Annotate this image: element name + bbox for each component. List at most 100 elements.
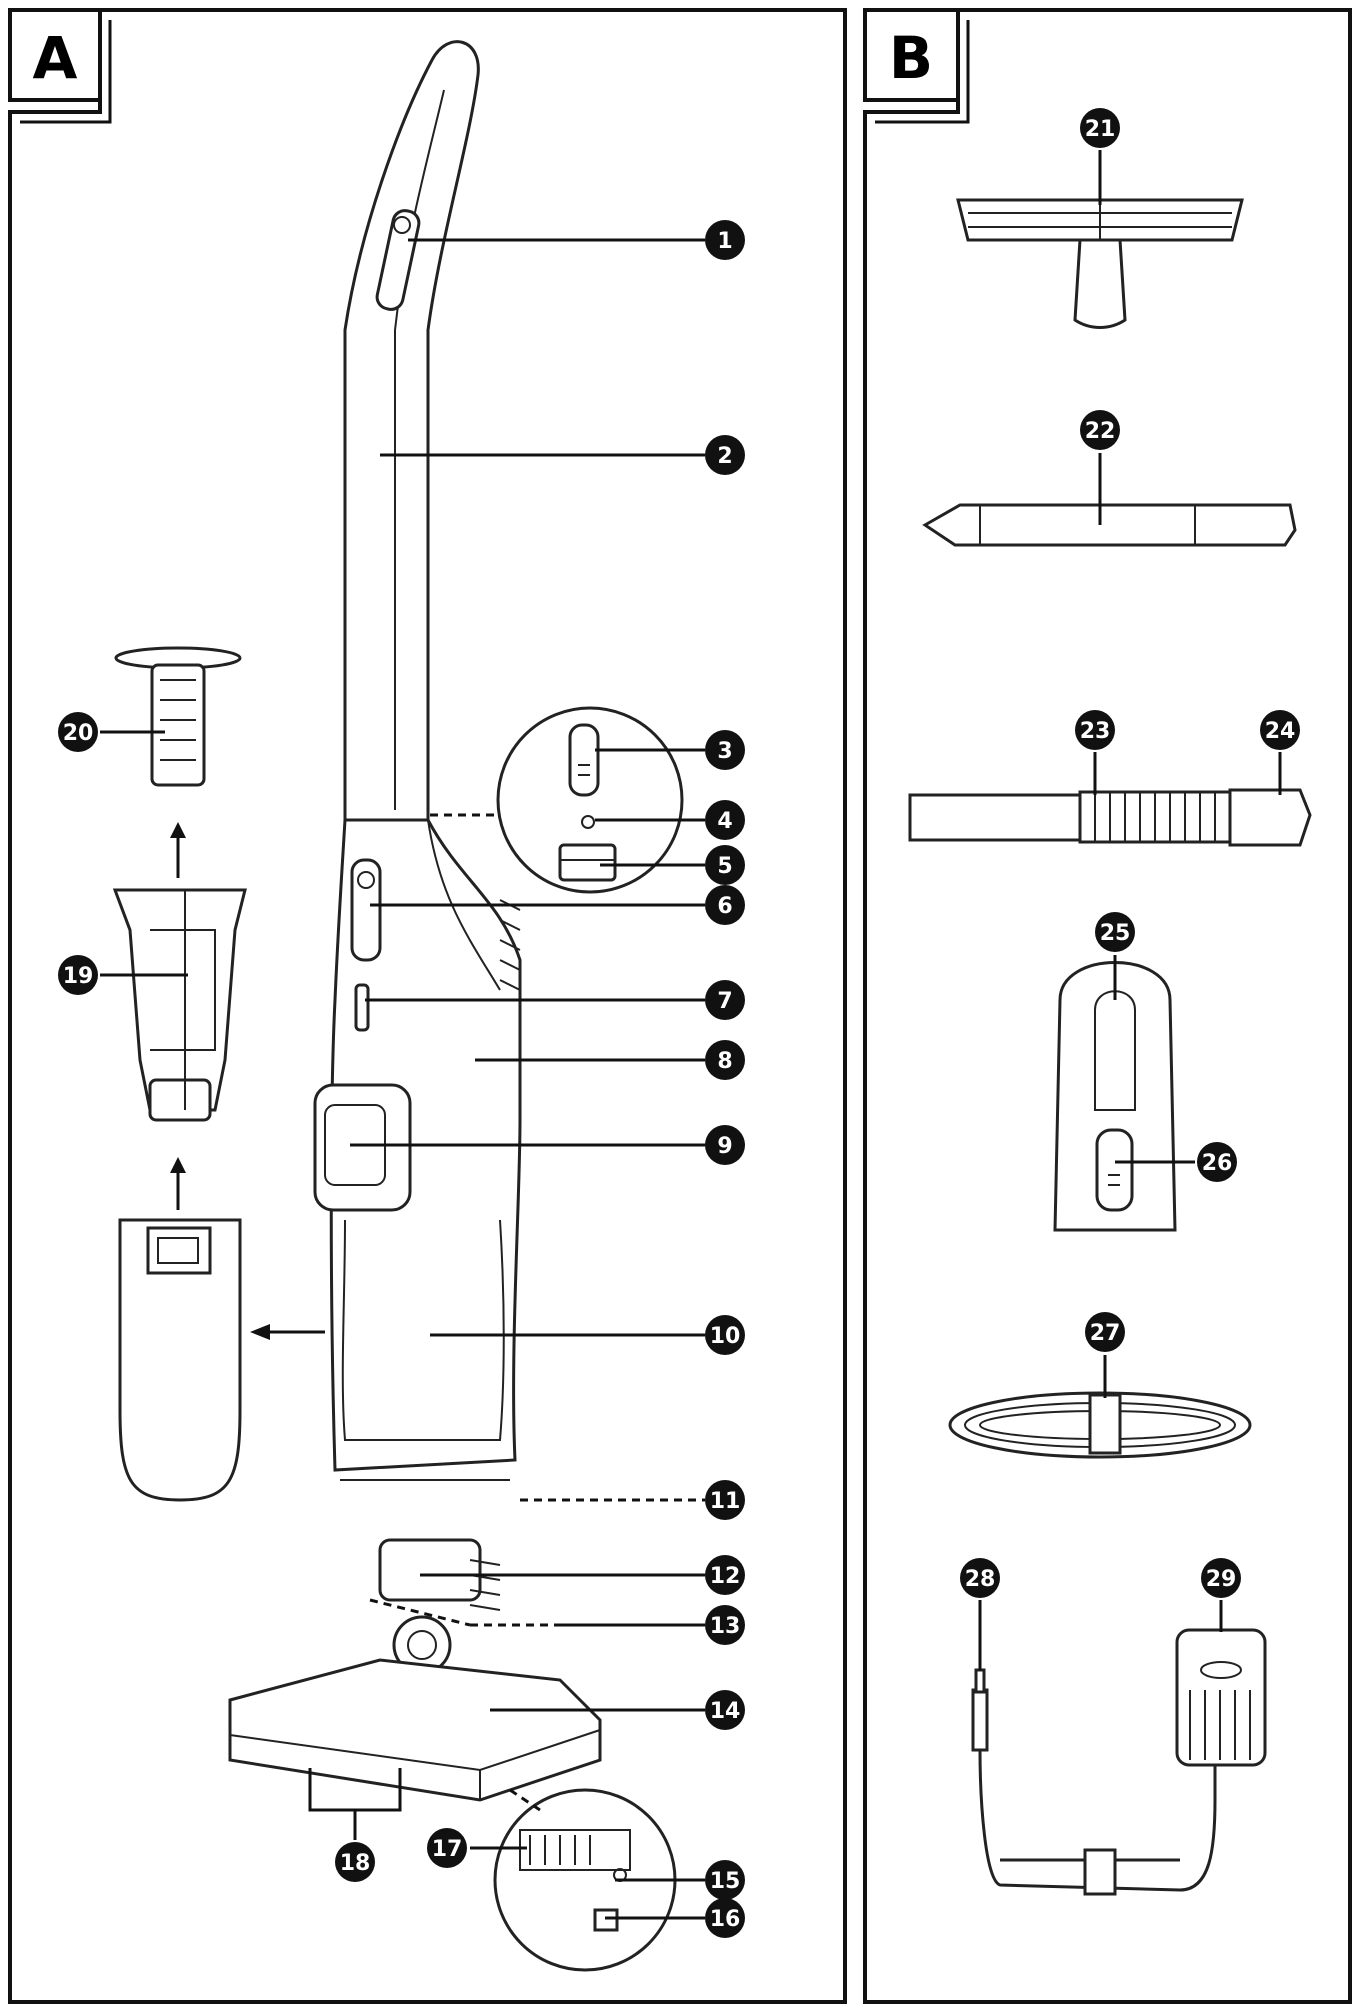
adapter-ribs [1189,1690,1251,1760]
callout-badge-circle [1201,1558,1241,1598]
callout-number: 2 [717,444,732,469]
callout-5: 5 [705,845,745,885]
callout-number: 21 [1085,117,1116,142]
callout-badge-circle [1080,410,1120,450]
callout-16: 16 [705,1898,745,1938]
callout-number: 19 [63,964,94,989]
callout-28: 28 [960,1558,1000,1598]
callout-number: 29 [1206,1567,1237,1592]
callout-badge-circle [1197,1142,1237,1182]
callout-badge-circle [705,885,745,925]
wall-bracket [1053,955,1195,1232]
callout-25: 25 [1095,912,1135,952]
vacuum-main-body [228,40,602,1802]
callout-15: 15 [705,1860,745,1900]
callout-13: 13 [705,1605,745,1645]
panel-a-frame: A [8,8,847,2004]
callout-10: 10 [705,1315,745,1355]
callout-number: 13 [710,1614,741,1639]
dust-container [118,1218,242,1502]
callout-badge-circle [705,220,745,260]
callout-20: 20 [58,712,98,752]
panel-b-frame: B [863,8,1352,2004]
callout-14: 14 [705,1690,745,1730]
callout-badge-circle [58,712,98,752]
callout-badge-circle [335,1842,375,1882]
callout-badge-circle [705,1315,745,1355]
callout-21: 21 [1080,108,1120,148]
callout-badge-circle [1075,710,1115,750]
crevice-tool [922,453,1297,547]
detail-circle-switches [430,706,684,894]
callout-number: 12 [710,1564,741,1589]
callout-26: 26 [1197,1142,1237,1182]
callout-1: 1 [705,220,745,260]
callout-22: 22 [1080,410,1120,450]
leader-lines-a [100,238,705,1920]
power-adapter [971,1600,1267,1896]
callout-number: 14 [710,1699,741,1724]
detail-circle-brush [493,1788,677,1972]
callout-number: 17 [432,1837,463,1862]
callout-number: 11 [710,1489,741,1514]
callout-badge-circle [705,1690,745,1730]
callout-number: 28 [965,1567,996,1592]
callout-badge-circle [1260,710,1300,750]
callout-badge-circle [705,800,745,840]
callout-24: 24 [1260,710,1300,750]
callout-3: 3 [705,730,745,770]
cyclone-unit [112,888,247,1122]
callout-number: 7 [717,989,732,1014]
flexible-hose [908,752,1312,847]
callout-number: 18 [340,1851,371,1876]
callout-7: 7 [705,980,745,1020]
callout-badge-circle [705,1605,745,1645]
callout-badge-circle [705,730,745,770]
upholstery-brush [956,150,1244,329]
callout-badge-circle [705,980,745,1020]
hepa-filter [114,646,242,787]
panel-b-label: B [889,24,933,92]
callout-number: 20 [63,721,94,746]
callout-badge-circle [705,1555,745,1595]
callout-number: 6 [717,894,732,919]
callout-8: 8 [705,1040,745,1080]
callout-number: 27 [1090,1321,1121,1346]
callout-badge-circle [427,1828,467,1868]
hose-ribs [1094,792,1216,842]
callout-badge-circle [705,845,745,885]
power-cord [948,1355,1252,1459]
callout-number: 8 [717,1049,732,1074]
callout-23: 23 [1075,710,1115,750]
callout-number: 4 [717,809,732,834]
callout-2: 2 [705,435,745,475]
callout-4: 4 [705,800,745,840]
callout-6: 6 [705,885,745,925]
panel-a-label: A [33,24,78,92]
callout-badge-circle [705,1860,745,1900]
callout-19: 19 [58,955,98,995]
callout-badge-circle [960,1558,1000,1598]
callout-17: 17 [427,1828,467,1868]
callout-29: 29 [1201,1558,1241,1598]
callout-badge-circle [1095,912,1135,952]
callout-badge-circle [705,1480,745,1520]
callout-number: 5 [717,854,732,879]
callout-number: 16 [710,1907,741,1932]
callout-number: 3 [717,739,732,764]
callout-number: 24 [1265,719,1296,744]
callout-number: 25 [1100,921,1131,946]
callout-badge-circle [58,955,98,995]
callout-badge-circle [705,1125,745,1165]
callout-number: 1 [717,229,732,254]
callout-number: 9 [717,1134,732,1159]
callout-number: 10 [710,1324,741,1349]
callout-badge-circle [705,1898,745,1938]
callout-badge-circle [705,1040,745,1080]
callout-11: 11 [705,1480,745,1520]
callout-12: 12 [705,1555,745,1595]
callout-9: 9 [705,1125,745,1165]
callout-18: 18 [335,1842,375,1882]
callout-number: 23 [1080,719,1111,744]
